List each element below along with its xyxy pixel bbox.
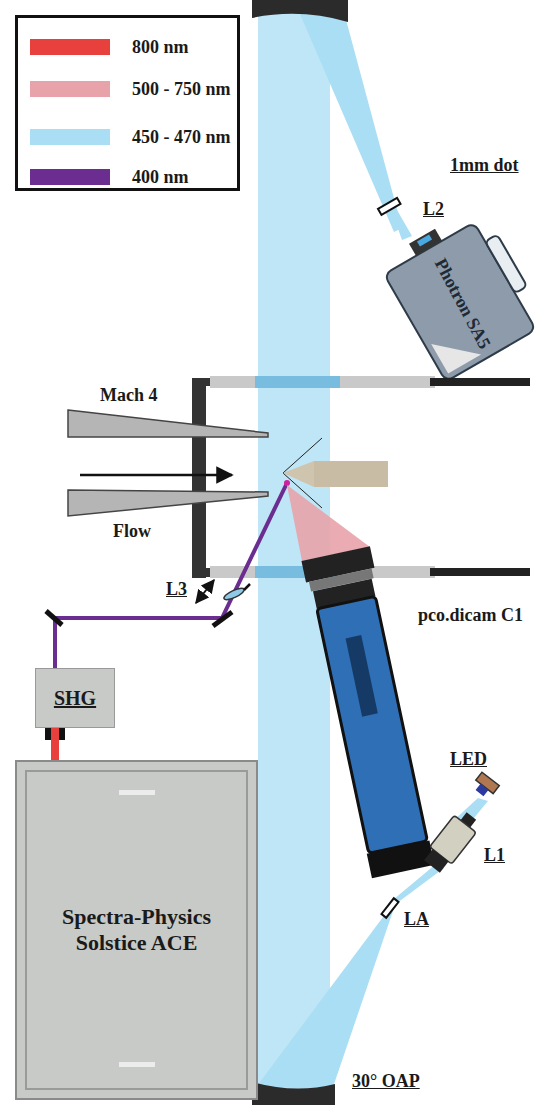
vent-slot [119,1062,155,1067]
legend-box: 800 nm 500 - 750 nm 450 - 470 nm 400 nm [15,15,240,191]
legend-swatch [30,81,110,97]
legend-row: 500 - 750 nm [30,78,231,100]
camera-handle [485,234,527,293]
lens-label: L2 [423,200,444,220]
legend-text: 800 nm [132,37,189,58]
laser-spot [284,480,290,486]
nozzle-wall [68,490,268,516]
aperture-la [381,898,398,917]
photron-camera [377,203,548,382]
cone-model [283,461,314,487]
window [210,376,435,388]
flow-label: Flow [113,522,151,542]
test-section-wall [430,568,530,576]
focus-cone [392,210,412,240]
pco-camera [301,546,437,878]
legend-text: 500 - 750 nm [132,79,231,100]
camera-end [367,840,435,878]
focus-cone [300,14,402,232]
part-label: LED [450,750,487,770]
test-section-wall [430,378,530,386]
shg-box: SHG [35,668,115,728]
flow-arrow [80,474,232,477]
lens-l1 [421,807,482,875]
oap-mirror [252,1082,335,1105]
top-mirror [252,0,348,22]
lens-label: L1 [484,846,505,866]
legend-text: 450 - 470 nm [132,127,231,148]
lens-part [424,849,448,872]
legend-row: 400 nm [30,166,189,188]
uv-beam [55,483,287,668]
laser-beam [51,728,59,760]
camera-slot [346,635,378,717]
translation-arrow [196,580,214,603]
camera-body [384,222,536,381]
window-beam [255,376,340,388]
lens-l2 [409,229,442,256]
nozzle-label: Mach 4 [100,386,158,406]
model-body [314,461,388,487]
vent-slot [119,790,155,795]
nozzle-wall [68,410,268,437]
part-label: 1mm dot [450,156,519,176]
mirror [213,612,232,626]
lens-label: L3 [166,580,187,600]
expanding-cone [257,909,393,1090]
camera-label: pco.dicam C1 [418,606,523,626]
lens-l3 [223,586,246,602]
part-label: LA [404,910,429,930]
legend-row: 800 nm [30,36,189,58]
legend-swatch [30,39,110,55]
camera-body [317,596,428,853]
test-section-wall [192,378,206,578]
node-label: Spectra-Physics Solstice ACE [47,904,227,957]
node-label: SHG [54,686,96,710]
legend-text: 400 nm [132,167,189,188]
laser-box: Spectra-Physics Solstice ACE [15,760,258,1100]
lens-glass [417,234,432,246]
legend-swatch [30,169,110,185]
mirror-label: 30° OAP [352,1072,420,1092]
legend-row: 450 - 470 nm [30,126,231,148]
led [471,772,499,800]
led-chip [476,784,489,796]
legend-swatch [30,129,110,145]
mirror [46,611,62,625]
lens-mount [244,584,250,590]
